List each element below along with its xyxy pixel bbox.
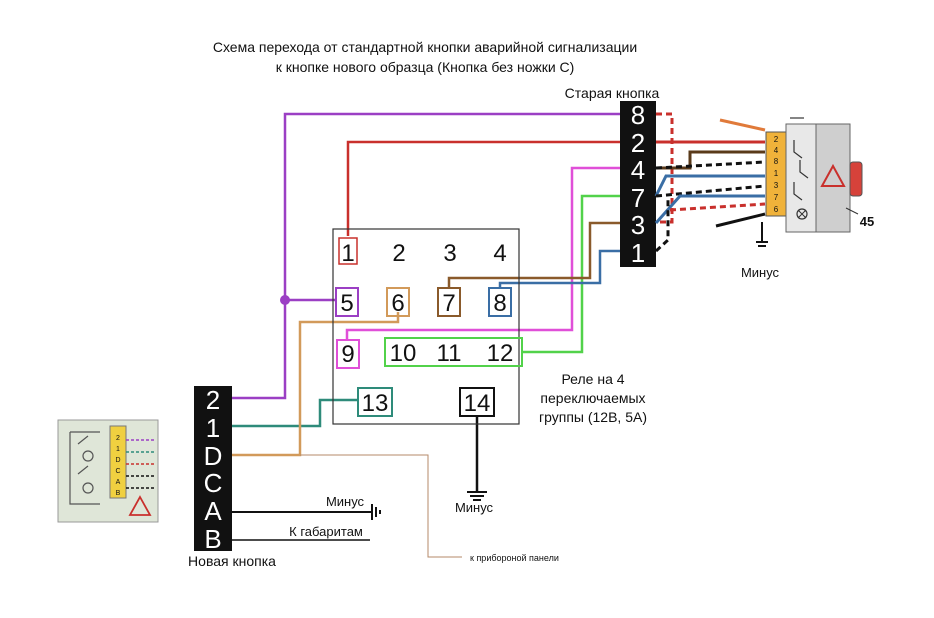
terminal-box-6 bbox=[386, 287, 410, 317]
relay-terminal-13: 13 bbox=[362, 390, 389, 417]
relay-caption-3: группы (12В, 5А) bbox=[539, 409, 647, 425]
junction-dot bbox=[280, 295, 290, 305]
new-pin-B: B bbox=[204, 524, 221, 554]
relay-terminal-1: 1 bbox=[341, 240, 354, 267]
old-button-photo bbox=[756, 117, 863, 247]
new-photo-pin-6: B bbox=[116, 490, 121, 497]
relay-box bbox=[332, 228, 520, 425]
photo-pin-7: 6 bbox=[774, 205, 779, 214]
relay-terminal-2: 2 bbox=[392, 240, 405, 267]
relay-terminal-10: 10 bbox=[390, 340, 417, 367]
photo-pin-1: 2 bbox=[774, 135, 779, 144]
wire-violet bbox=[232, 112, 620, 400]
wire-tan bbox=[232, 312, 400, 457]
new-pin-C: C bbox=[204, 468, 223, 498]
relay-terminal-12: 12 bbox=[487, 340, 514, 367]
relay-terminal-11: 11 bbox=[437, 340, 462, 367]
relay-terminal-6: 6 bbox=[391, 290, 404, 317]
old-pin-8: 8 bbox=[631, 100, 645, 130]
relay-terminal-3: 3 bbox=[443, 240, 456, 267]
wire-panel bbox=[300, 454, 462, 558]
wire-blue bbox=[498, 249, 620, 288]
photo-pin-3: 8 bbox=[774, 157, 779, 166]
photo-pin-2: 4 bbox=[774, 146, 779, 155]
ground-icon bbox=[467, 491, 487, 501]
photo-pin-5: 3 bbox=[774, 181, 779, 190]
new-photo-pin-3: D bbox=[115, 457, 120, 464]
new-photo-pin-5: A bbox=[116, 479, 121, 486]
relay-ground-label: Минус bbox=[455, 500, 494, 515]
old-pin-1: 1 bbox=[631, 238, 645, 268]
relay-caption-1: Реле на 4 bbox=[561, 371, 624, 387]
wire-pink bbox=[345, 166, 620, 340]
relay-terminal-9: 9 bbox=[341, 341, 354, 368]
old-pin-2: 2 bbox=[631, 128, 645, 158]
relay-caption-2: переключаемых bbox=[540, 390, 645, 406]
terminal-box-8 bbox=[488, 287, 512, 317]
new-photo-pin-2: 1 bbox=[116, 446, 120, 453]
new-pin-D: D bbox=[204, 441, 223, 471]
new-ground-icon bbox=[371, 504, 381, 520]
new-button-label: Новая кнопка bbox=[188, 553, 276, 569]
wire-brown bbox=[447, 221, 620, 288]
relay-terminal-8: 8 bbox=[493, 290, 506, 317]
old-pin-3: 3 bbox=[631, 210, 645, 240]
old-button-connector bbox=[620, 101, 656, 267]
old-pin-7: 7 bbox=[631, 183, 645, 213]
title-line-1: Схема перехода от стандартной кнопки ава… bbox=[213, 39, 637, 55]
new-photo-pin-1: 2 bbox=[116, 435, 120, 442]
terminal-box-1 bbox=[338, 237, 358, 265]
title-line-2: к кнопке нового образца (Кнопка без ножк… bbox=[276, 59, 575, 75]
relay-terminal-14: 14 bbox=[464, 390, 491, 417]
photo-ref-label: 45 bbox=[860, 214, 874, 229]
old-ground-label: Минус bbox=[741, 265, 780, 280]
wire-green bbox=[522, 194, 620, 354]
new-pin-2: 2 bbox=[206, 385, 220, 415]
photo-pin-6: 7 bbox=[774, 193, 779, 202]
new-markers-label: К габаритам bbox=[289, 524, 363, 539]
new-pin-1: 1 bbox=[206, 413, 220, 443]
old-pin-4: 4 bbox=[631, 155, 645, 185]
terminal-box-9 bbox=[336, 339, 360, 369]
new-button-connector bbox=[194, 386, 232, 551]
wire-teal bbox=[232, 398, 358, 428]
relay-terminal-7: 7 bbox=[442, 290, 455, 317]
terminal-box-5 bbox=[335, 287, 359, 317]
old-harness bbox=[654, 112, 766, 253]
terminal-box-10-12 bbox=[384, 337, 523, 367]
new-button-photo bbox=[57, 419, 159, 523]
terminal-box-13 bbox=[357, 387, 393, 417]
new-minus-label: Минус bbox=[326, 494, 365, 509]
terminal-box-14 bbox=[459, 387, 495, 417]
new-photo-pin-4: C bbox=[115, 468, 120, 475]
new-pin-A: A bbox=[204, 496, 222, 526]
photo-pin-4: 1 bbox=[774, 169, 779, 178]
wire-red bbox=[346, 140, 620, 236]
new-panel-label: к приборoной панели bbox=[470, 553, 559, 563]
old-button-label: Старая кнопка bbox=[565, 85, 660, 101]
relay-terminal-5: 5 bbox=[340, 290, 353, 317]
terminal-box-7 bbox=[437, 287, 461, 317]
relay-terminal-4: 4 bbox=[493, 240, 506, 267]
